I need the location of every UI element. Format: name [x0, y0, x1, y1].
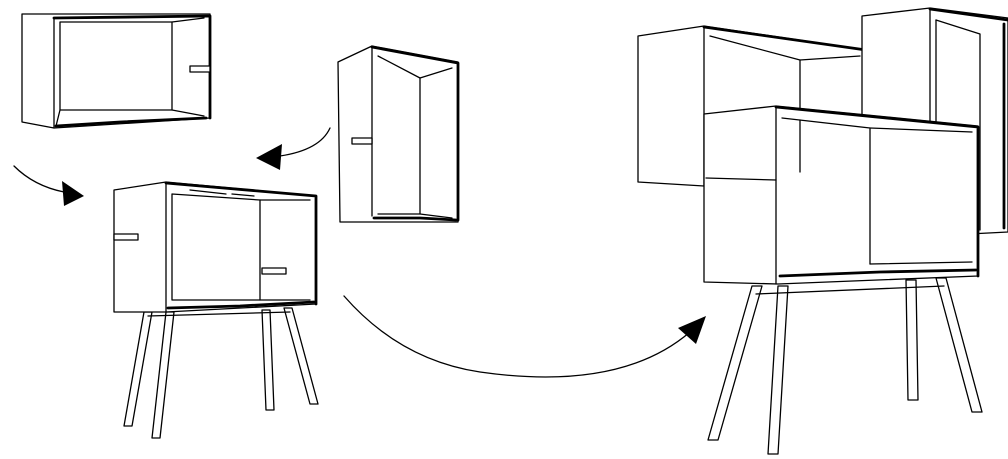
- cabinet-on-legs: [114, 182, 318, 438]
- arrow-horizontal-box-to-cabinet: [14, 166, 84, 206]
- wall-box-vertical: [338, 46, 458, 222]
- arrow-vertical-box-to-cabinet: [256, 128, 330, 170]
- stacked-cabinet-assembly: [638, 8, 1008, 454]
- wall-box-horizontal: [22, 14, 210, 128]
- arrow-cabinet-to-assembly: [344, 296, 706, 377]
